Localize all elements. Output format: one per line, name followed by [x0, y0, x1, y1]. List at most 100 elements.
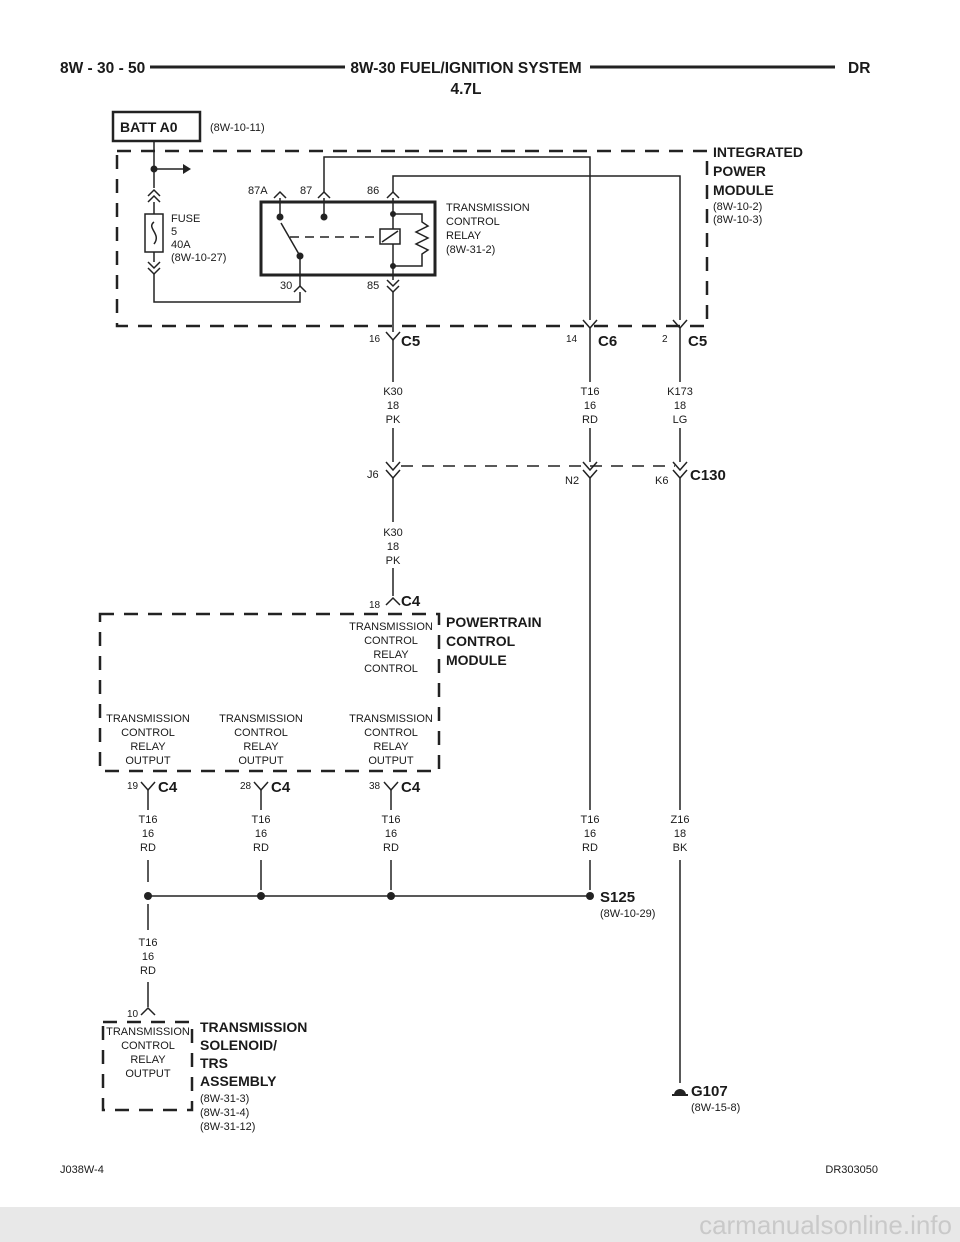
wire-t16f-gauge: 16 [142, 951, 154, 963]
c5a-name: C5 [401, 333, 420, 350]
trs-name-1: TRANSMISSION [200, 1019, 307, 1035]
trs-inner-4: OUTPUT [125, 1068, 171, 1080]
trs-name-3: TRS [200, 1055, 228, 1071]
ground-name: G107 [691, 1083, 728, 1100]
wire-t16d-code: T16 [252, 814, 271, 826]
c4-19-terminal [140, 781, 156, 792]
battery-ref: (8W-10-11) [210, 122, 265, 134]
wire-t16d-gauge: 16 [255, 828, 267, 840]
wire-k173-code: K173 [667, 386, 693, 398]
relay-name-3: RELAY [446, 230, 482, 242]
c5a-pin: 16 [369, 334, 381, 345]
footer-right: DR303050 [825, 1164, 878, 1176]
wire-t16d-color: RD [253, 842, 269, 854]
pcm-name-2: CONTROL [446, 633, 516, 649]
wire-z16-code: Z16 [671, 814, 690, 826]
pcm-output3-3: RELAY [373, 741, 409, 753]
wire-t16b-gauge: 16 [584, 828, 596, 840]
c5b-pin: 2 [662, 334, 668, 345]
trs-ref-2: (8W-31-4) [200, 1107, 249, 1119]
ipm-name-1: INTEGRATED [713, 144, 803, 160]
fuse-element-icon [151, 221, 157, 245]
relay-switch-arm [280, 222, 301, 257]
c4-18-terminal [385, 596, 401, 606]
relay-pin-30: 30 [280, 280, 292, 292]
header-model: DR [848, 60, 870, 77]
fuse-to-relay-wire [153, 274, 301, 303]
trs-inner-1: TRANSMISSION [106, 1026, 190, 1038]
fuse-bottom-terminal [147, 261, 161, 270]
continuation-arrow-icon [183, 164, 191, 174]
pcm-output2-4: OUTPUT [238, 755, 284, 767]
pcm-output2-1: TRANSMISSION [219, 713, 303, 725]
relay-contact-87 [320, 213, 328, 221]
relay-pin-87a: 87A [248, 185, 268, 197]
trs-ref-3: (8W-31-12) [200, 1121, 255, 1133]
trs-ref-1: (8W-31-3) [200, 1093, 249, 1105]
pcm-output2-2: CONTROL [234, 727, 288, 739]
header-engine: 4.7L [450, 81, 481, 98]
wire-t16e-gauge: 16 [385, 828, 397, 840]
wire-t16b-code: T16 [581, 814, 600, 826]
wire-t16b-color: RD [582, 842, 598, 854]
relay-contact-87a [276, 213, 284, 221]
trs-assembly-box [101, 1020, 194, 1112]
c4a-name: C4 [158, 779, 178, 796]
relay-87-output-wire [323, 156, 591, 320]
pcm-output3-4: OUTPUT [368, 755, 414, 767]
battery-label: BATT A0 [120, 119, 178, 135]
c6-pin: 14 [566, 334, 578, 345]
c4c-name: C4 [401, 779, 421, 796]
c4top-name: C4 [401, 593, 421, 610]
c4-28-terminal [253, 781, 269, 792]
pcm-output1-1: TRANSMISSION [106, 713, 190, 725]
fuse-label: FUSE [171, 213, 200, 225]
wire-k30-code: K30 [383, 386, 403, 398]
pcm-output1-4: OUTPUT [125, 755, 171, 767]
wire-t16c-code: T16 [139, 814, 158, 826]
wire-k30b-color: PK [386, 555, 401, 567]
ground-ref: (8W-15-8) [691, 1102, 740, 1114]
trs-name-2: SOLENOID/ [200, 1037, 277, 1053]
ground-icon [674, 1089, 686, 1095]
wire-k30b-code: K30 [383, 527, 403, 539]
pcm-control-1: TRANSMISSION [349, 621, 433, 633]
pcm-control-2: CONTROL [364, 635, 418, 647]
header-page-number: 8W - 30 - 50 [60, 60, 145, 77]
watermark-bar: carmanualsonline.info [0, 1207, 960, 1242]
relay-coil-icon [379, 228, 401, 245]
ipm-name-3: MODULE [713, 182, 774, 198]
c130-pin-j6: J6 [367, 469, 379, 481]
c4c-pin: 38 [369, 781, 381, 792]
footer-left: J038W-4 [60, 1164, 104, 1176]
c6-name: C6 [598, 333, 617, 350]
fuse-number: 5 [171, 226, 177, 238]
relay-pin-87: 87 [300, 185, 312, 197]
splice-dot-1 [144, 892, 152, 900]
wire-k173-color: LG [673, 414, 688, 426]
wire-t16f-code: T16 [139, 937, 158, 949]
wire-k173-gauge: 18 [674, 400, 686, 412]
splice-dot-3 [387, 892, 395, 900]
c5b-name: C5 [688, 333, 707, 350]
wire-k30b-gauge: 18 [387, 541, 399, 553]
splice-dot-4 [586, 892, 594, 900]
tcm-pin-10-terminal [140, 1006, 156, 1016]
wire-k30-gauge: 18 [387, 400, 399, 412]
trs-inner-2: CONTROL [121, 1040, 175, 1052]
relay-resistor-icon [393, 213, 430, 267]
tcm-pin: 10 [127, 1009, 139, 1020]
pcm-module-box [98, 612, 441, 773]
relay-box [259, 200, 437, 277]
pcm-output1-3: RELAY [130, 741, 166, 753]
wire-t16-gauge: 16 [584, 400, 596, 412]
relay-ref: (8W-31-2) [446, 244, 495, 256]
wire-t16c-color: RD [140, 842, 156, 854]
pcm-output3-2: CONTROL [364, 727, 418, 739]
ipm-ref-1: (8W-10-2) [713, 201, 762, 213]
wire-k30-color: PK [386, 414, 401, 426]
splice-name: S125 [600, 889, 635, 906]
relay-name-2: CONTROL [446, 216, 500, 228]
ipm-module-box [115, 149, 709, 328]
